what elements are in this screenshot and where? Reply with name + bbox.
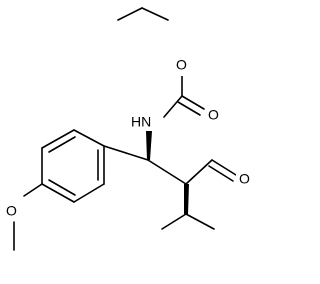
- wedge-bond-n-stereocenter: [146, 131, 152, 160]
- atom-label-amine-n: HN: [131, 114, 151, 130]
- bond-ethyl-ch2-o: [141, 7, 169, 21]
- ring-bond-2: [41, 129, 75, 149]
- ring-double-bond-1: [48, 136, 76, 153]
- bond-stereocenter-ch: [185, 159, 213, 185]
- wedge-bond-stereocenter-isopropyl: [184, 184, 189, 214]
- atom-label-methoxy-o: O: [6, 203, 17, 219]
- bond-isopropyl-methyl-2: [185, 213, 215, 230]
- bond-carbonyl-c-o-2: [177, 101, 201, 116]
- bond-ethyl-ch3-ch2: [117, 7, 143, 21]
- bond-aldehyde-co-1: [211, 159, 237, 176]
- bond-isopropyl-methyl-1: [161, 213, 187, 230]
- bond-aldehyde-co-2: [208, 165, 234, 182]
- atom-label-carbamate-ether-o: O: [176, 57, 187, 73]
- ring-bond-5: [73, 183, 105, 203]
- bond-ring-methoxy-o: [23, 183, 43, 197]
- bond-carbonyl-c-o-1: [181, 95, 205, 110]
- chemical-structure: O O HN O O: [6, 7, 250, 251]
- bond-stereocenter-stereocenter: [147, 159, 187, 185]
- ring-bond-1: [73, 129, 105, 147]
- atom-label-aldehyde-o: O: [239, 171, 250, 187]
- atom-label-carbonyl-o: O: [208, 107, 219, 123]
- ring-double-bond-2: [48, 179, 76, 196]
- bond-n-carbonyl-c: [163, 95, 183, 118]
- ring-bond-4: [41, 183, 75, 203]
- bond-stereocenter-aryl: [103, 145, 149, 161]
